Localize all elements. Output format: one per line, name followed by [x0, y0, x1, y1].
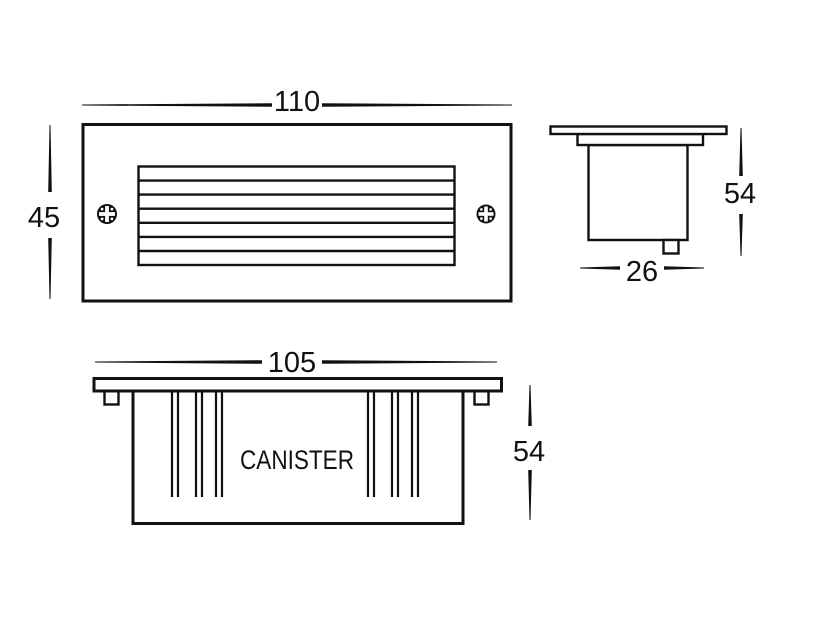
side-height-dimension: 54 [724, 128, 756, 256]
dimension-line [82, 103, 272, 107]
side-width-value: 26 [626, 256, 658, 288]
canister-flange [92, 377, 503, 393]
phillips-screw-icon [476, 204, 496, 224]
canister-spring-clips-left [170, 392, 224, 497]
dimension-line [739, 214, 743, 256]
dimension-line [580, 266, 620, 270]
dimension-line [48, 238, 52, 299]
dimension-line [528, 385, 532, 426]
side-width-dimension: 26 [580, 256, 704, 288]
dimension-line [322, 103, 512, 107]
front-width-value: 110 [274, 86, 320, 118]
canister-body [131, 389, 465, 525]
dimension-line [95, 360, 262, 364]
canister-tab-left [103, 389, 120, 406]
dimension-line [739, 128, 743, 176]
dimension-line [48, 125, 52, 192]
canister-view: CANISTER 105 54 [92, 347, 545, 525]
canister-spring-clips-right [366, 392, 420, 497]
front-grille-slats [138, 179, 455, 253]
side-view: 54 26 [549, 125, 756, 288]
canister-height-value: 54 [513, 436, 545, 468]
dimension-line [322, 360, 497, 364]
side-height-value: 54 [724, 178, 756, 210]
dimension-line [664, 266, 704, 270]
canister-width-value: 105 [268, 347, 316, 379]
front-grille [137, 165, 456, 267]
front-view: 110 45 [28, 86, 513, 303]
side-cable-gland [662, 238, 680, 255]
phillips-screw-icon [97, 204, 117, 224]
front-width-dimension: 110 [82, 86, 512, 118]
canister-height-dimension: 54 [513, 385, 545, 520]
side-faceplate-flange [549, 125, 728, 136]
front-height-value: 45 [28, 202, 60, 234]
canister-label: CANISTER [240, 445, 354, 475]
dimension-line [528, 470, 532, 520]
side-body [587, 143, 689, 242]
canister-tab-right [473, 389, 490, 406]
canister-width-dimension: 105 [95, 347, 497, 379]
side-collar [576, 132, 705, 147]
front-height-dimension: 45 [28, 125, 60, 299]
